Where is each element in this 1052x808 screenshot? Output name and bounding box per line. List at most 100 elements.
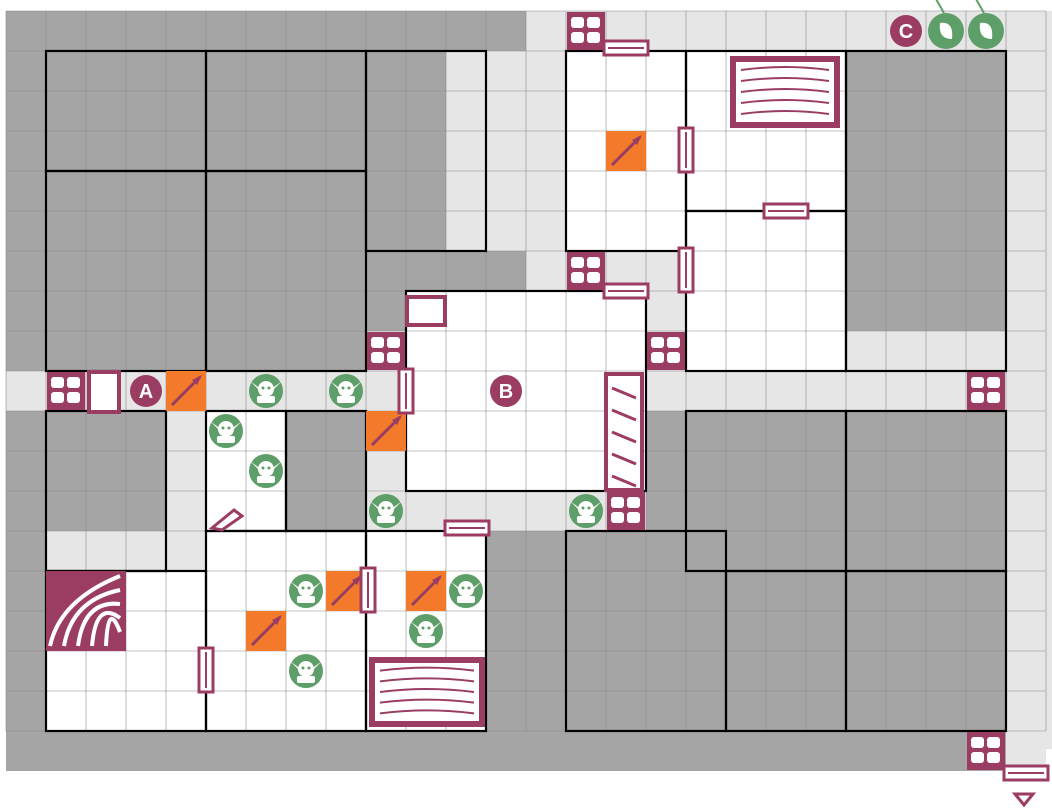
orc-eye [421, 626, 425, 630]
orc-eye [307, 666, 311, 670]
spear-head [432, 575, 442, 585]
orc-eye [461, 586, 465, 590]
orc-ear [250, 461, 259, 470]
chest-icon [87, 370, 121, 414]
rubble-stone [971, 737, 984, 748]
rubble-icon [647, 332, 685, 370]
slab-crack [611, 474, 637, 488]
hero-icon [968, 0, 1004, 49]
orc-ear [570, 501, 579, 510]
wood-grain [379, 698, 475, 704]
wood-grain [379, 666, 475, 672]
orc-icon [209, 414, 243, 448]
rubble-stone [667, 352, 680, 363]
orc-body [257, 476, 275, 483]
door-icon [602, 282, 650, 300]
wood-grain [740, 110, 830, 115]
marker-circle[interactable] [890, 15, 922, 47]
rubble-stone [67, 377, 80, 388]
rubble-stone [651, 337, 664, 348]
spear-trap-icon [606, 131, 646, 171]
orc-head [298, 661, 314, 677]
orc-icon [369, 494, 403, 528]
orc-eye [347, 386, 351, 390]
orc-icon [449, 574, 483, 608]
rubble-stone [987, 377, 1000, 388]
hero-weapon [975, 0, 985, 14]
orc-icon [329, 374, 363, 408]
orc-body [417, 636, 435, 643]
orc-body [297, 676, 315, 683]
rubble-icon [567, 252, 605, 290]
hero-weapon [935, 0, 945, 14]
orc-eye [307, 586, 311, 590]
rubble-stone [387, 337, 400, 348]
chest-frame [87, 370, 121, 414]
room-wall [364, 49, 488, 253]
room-wall [844, 409, 1008, 573]
orc-head [458, 581, 474, 597]
orc-icon [409, 614, 443, 648]
orc-eye [467, 586, 471, 590]
rubble-stone [67, 392, 80, 403]
orc-ear [290, 581, 299, 590]
orc-eye [227, 426, 231, 430]
orc-head [578, 501, 594, 517]
exit-arrow [1011, 792, 1037, 808]
rubble-stone [987, 392, 1000, 403]
orc-ear [433, 621, 442, 630]
orc-head [258, 461, 274, 477]
marker-b[interactable]: B [490, 375, 522, 407]
orc-eye [387, 506, 391, 510]
rubble-stone [611, 512, 624, 523]
marker-circle[interactable] [490, 375, 522, 407]
spear-head [192, 375, 202, 385]
orc-icon [569, 494, 603, 528]
spear-head [632, 135, 642, 145]
orc-head [378, 501, 394, 517]
orc-eye [381, 506, 385, 510]
wood-grain [379, 709, 475, 715]
table-icon [730, 56, 840, 128]
slab-crack [611, 452, 637, 466]
marker-label: A [139, 381, 153, 403]
marker-label: B [499, 381, 513, 403]
marker-circle[interactable] [130, 375, 162, 407]
rubble-icon [367, 332, 405, 370]
orc-eye [581, 506, 585, 510]
rubble-stone [987, 737, 1000, 748]
door-icon [359, 566, 377, 614]
rubble-stone [611, 497, 624, 508]
table-top [730, 56, 840, 128]
orc-ear [210, 421, 219, 430]
rubble-stone [971, 377, 984, 388]
blocked-area [6, 731, 1046, 771]
room-wall [844, 49, 1008, 373]
wood-grain [379, 688, 475, 693]
marker-a[interactable]: A [130, 375, 162, 407]
marker-c[interactable]: C [890, 15, 922, 47]
stone-slab-icon [604, 372, 644, 492]
orc-icon [289, 654, 323, 688]
rubble-stone [571, 17, 584, 28]
room-wall [204, 169, 368, 373]
door-icon [397, 367, 415, 415]
rubble-stone [587, 17, 600, 28]
rubble-stone [627, 497, 640, 508]
rubble-stone [971, 752, 984, 763]
hero-figure [939, 22, 953, 39]
wood-grain [740, 66, 830, 71]
door-icon [762, 202, 810, 220]
rubble-stone [51, 392, 64, 403]
blocked-area [46, 11, 566, 51]
wood-grain [740, 99, 830, 104]
bust-shape [208, 508, 245, 532]
orc-head [218, 421, 234, 437]
door-icon [443, 519, 491, 537]
orc-ear [353, 381, 362, 390]
rubble-icon [567, 12, 605, 50]
hero-icon [928, 0, 964, 49]
orc-eye [221, 426, 225, 430]
orc-eye [301, 586, 305, 590]
